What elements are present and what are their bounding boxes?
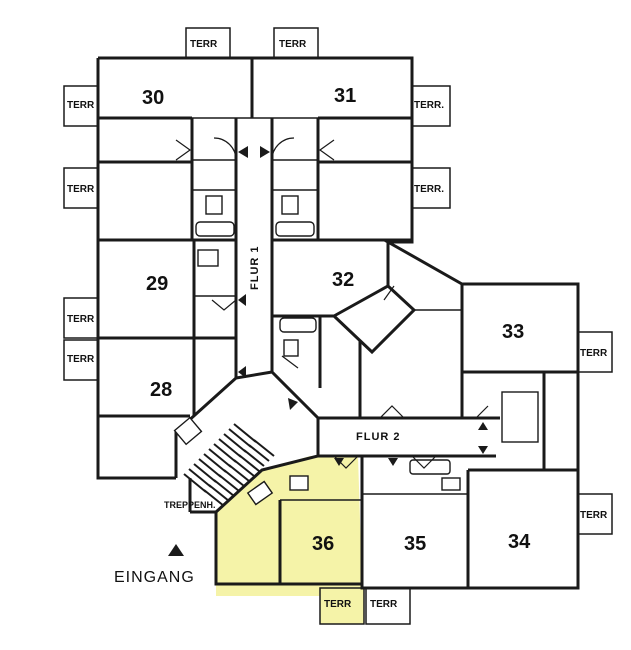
stair-tread <box>198 458 222 478</box>
room-number: 36 <box>312 533 334 555</box>
terrace-label: TERR <box>190 39 218 50</box>
stair-tread <box>208 484 230 502</box>
terrace-label: TERR <box>279 39 307 50</box>
stairs-label: TREPPENH. <box>164 500 216 510</box>
stair-tread <box>213 479 235 497</box>
room-number: 31 <box>334 85 356 107</box>
apartment-36-highlight <box>216 456 362 596</box>
room-number: 29 <box>146 273 168 295</box>
corridor-arrows <box>238 146 488 466</box>
terrace-box <box>365 587 411 625</box>
terrace-box <box>577 493 613 535</box>
stair-tread <box>218 474 240 492</box>
stair-tread <box>213 443 237 463</box>
entrance-arrow-icon <box>168 544 184 556</box>
stair-tread <box>243 449 265 467</box>
terrace-label: TERR. <box>414 100 444 111</box>
terrace-box <box>411 167 451 209</box>
terrace-box <box>185 27 231 59</box>
terrace-36-highlight <box>320 588 364 624</box>
stair-tread <box>218 438 242 458</box>
room-number: 30 <box>142 87 164 109</box>
terrace-labels: TERR TERR TERR TERR. TERR TERR. TERR TER… <box>67 39 608 610</box>
stair-tread <box>238 454 260 472</box>
stair-tread <box>203 453 227 473</box>
stair-tread <box>183 473 207 493</box>
terrace-box <box>411 85 451 127</box>
bathroom-fixtures <box>173 195 539 506</box>
staircase <box>183 423 275 507</box>
terrace-box <box>273 27 319 59</box>
stair-tread <box>203 489 225 507</box>
door-swings <box>175 137 489 469</box>
terrace-box <box>63 167 99 209</box>
terraces <box>63 27 613 625</box>
terrace-label: TERR. <box>414 184 444 195</box>
terrace-label: TERR <box>67 184 95 195</box>
stair-tread <box>233 459 255 477</box>
terrace-label: TERR <box>67 354 95 365</box>
stair-tread <box>228 428 252 448</box>
interior-walls <box>98 58 578 588</box>
room-number: 32 <box>332 269 354 291</box>
stair-tread <box>193 463 217 483</box>
terrace-label: TERR <box>67 100 95 111</box>
stair-tread <box>223 469 245 487</box>
stair-tread <box>223 433 247 453</box>
room-number: 34 <box>508 531 531 553</box>
stair-tread <box>253 439 275 457</box>
terrace-box <box>319 587 365 625</box>
terrace-label: TERR <box>370 599 398 610</box>
stair-tread <box>188 468 212 488</box>
room-number: 33 <box>502 321 524 343</box>
room-numbers: 30 31 29 32 33 28 36 35 34 <box>142 85 531 555</box>
stair-tread <box>248 444 270 462</box>
stair-tread <box>208 448 232 468</box>
terrace-box <box>63 297 99 339</box>
terrace-box <box>577 331 613 373</box>
entrance-label: EINGANG <box>114 569 195 586</box>
terrace-label: TERR <box>580 348 608 359</box>
terrace-label: TERR <box>67 314 95 325</box>
corridor-label-flur-1: FLUR 1 <box>249 246 261 291</box>
terrace-box <box>63 339 99 381</box>
terrace-label: TERR <box>580 510 608 521</box>
terrace-box <box>63 85 99 127</box>
stair-tread <box>228 464 250 482</box>
corridor-label-flur-2: FLUR 2 <box>356 431 401 443</box>
stair-tread <box>233 423 257 443</box>
terrace-label: TERR <box>324 599 352 610</box>
room-number: 28 <box>150 379 172 401</box>
room-number: 35 <box>404 533 426 555</box>
